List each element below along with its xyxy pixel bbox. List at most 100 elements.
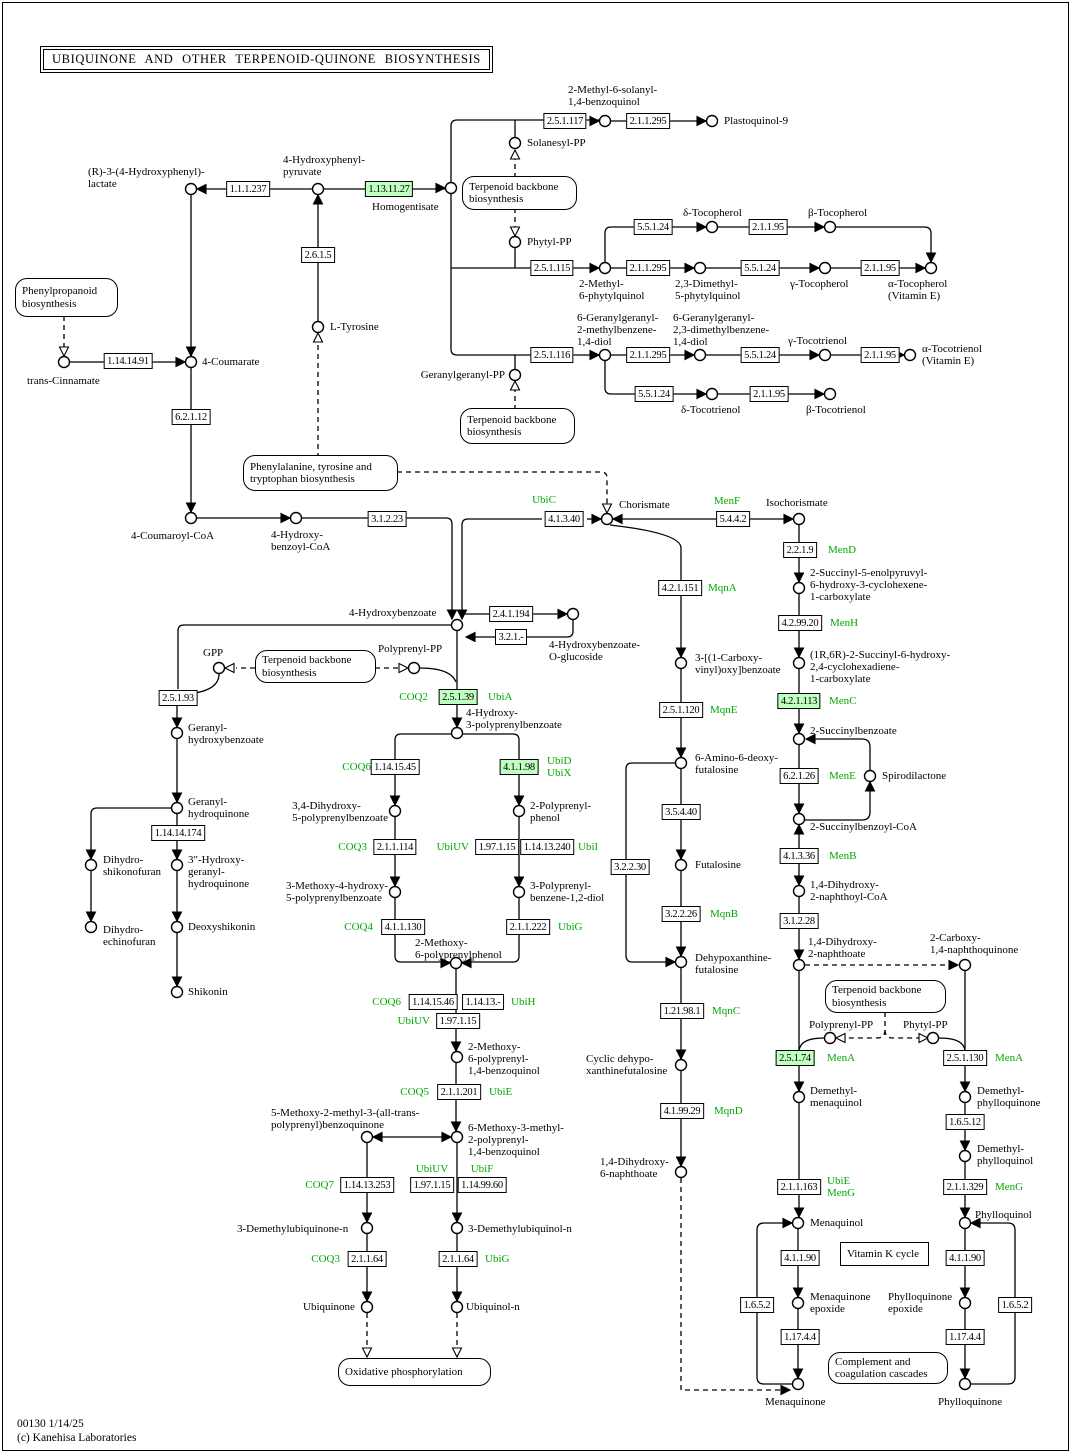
enzyme-box-2.5.1.39[interactable]: 2.5.1.39 xyxy=(438,689,478,705)
enzyme-box-2.1.1.222[interactable]: 2.1.1.222 xyxy=(506,919,550,935)
enzyme-box-1.97.1.15[interactable]: 1.97.1.15 xyxy=(436,1013,480,1029)
enzyme-box-4.1.3.40[interactable]: 4.1.3.40 xyxy=(544,511,584,527)
enzyme-box-4.1.1.90[interactable]: 4.1.1.90 xyxy=(780,1250,820,1266)
enzyme-box-1.13.11.27[interactable]: 1.13.11.27 xyxy=(364,181,414,197)
compound-plastoquinol-9[interactable] xyxy=(705,114,719,128)
compound-delta-tocopherol[interactable] xyxy=(705,220,719,234)
enzyme-box-2.5.1.115[interactable]: 2.5.1.115 xyxy=(530,260,574,276)
enzyme-box-1.14.99.60[interactable]: 1.14.99.60 xyxy=(457,1177,507,1193)
compound-ubiquinol-n[interactable] xyxy=(450,1300,464,1314)
pathway-box-vitamin-k-cycle[interactable]: Vitamin K cycle xyxy=(840,1242,929,1266)
compound-3-1-carboxyvinyloxybenzoate[interactable] xyxy=(674,656,688,670)
compound-3-hydroxygeranylhydroquinone[interactable] xyxy=(170,858,184,872)
compound-polyprenyl-pp-men[interactable] xyxy=(823,1031,837,1045)
enzyme-box-2.1.1.64[interactable]: 2.1.1.64 xyxy=(438,1251,478,1267)
compound-3-demethylubiquinone-n[interactable] xyxy=(360,1221,374,1235)
compound-1r6r-2-succinyl-6-hydroxy-24-cyclohexadiene-1-carboxylate[interactable] xyxy=(792,656,806,670)
enzyme-box-5.5.1.24[interactable]: 5.5.1.24 xyxy=(740,347,780,363)
enzyme-box-2.5.1.130[interactable]: 2.5.1.130 xyxy=(943,1050,987,1066)
enzyme-box-4.1.1.90[interactable]: 4.1.1.90 xyxy=(945,1250,985,1266)
compound-beta-tocopherol[interactable] xyxy=(823,220,837,234)
enzyme-box-2.1.1.95[interactable]: 2.1.1.95 xyxy=(860,260,900,276)
compound-6-amino-6-deoxyfutalosine[interactable] xyxy=(674,756,688,770)
compound-spirodilactone[interactable] xyxy=(863,769,877,783)
compound-2-carboxy-14-naphthoquinone[interactable] xyxy=(958,958,972,972)
pathway-box-terpenoid-backbone[interactable]: Terpenoid backbone biosynthesis xyxy=(825,980,946,1013)
enzyme-box-2.5.1.116[interactable]: 2.5.1.116 xyxy=(530,347,574,363)
compound-3-polyprenylbenzene-12-diol[interactable] xyxy=(512,885,526,899)
enzyme-box-3.5.4.40[interactable]: 3.5.4.40 xyxy=(661,804,701,820)
enzyme-box-1.14.13.240[interactable]: 1.14.13.240 xyxy=(520,839,574,855)
compound-menaquinone[interactable] xyxy=(791,1377,805,1391)
enzyme-box-2.1.1.95[interactable]: 2.1.1.95 xyxy=(749,386,789,402)
enzyme-box-2.6.1.5[interactable]: 2.6.1.5 xyxy=(301,247,335,263)
enzyme-box-6.2.1.12[interactable]: 6.2.1.12 xyxy=(171,409,211,425)
enzyme-box-2.4.1.194[interactable]: 2.4.1.194 xyxy=(489,606,533,622)
enzyme-box-4.1.99.29[interactable]: 4.1.99.29 xyxy=(660,1103,704,1119)
compound-dihydro-shikonofuran[interactable] xyxy=(84,858,98,872)
enzyme-box-1.6.5.2[interactable]: 1.6.5.2 xyxy=(740,1297,774,1313)
compound-4-hydroxyphenylpyruvate[interactable] xyxy=(311,182,325,196)
enzyme-box-1.17.4.4[interactable]: 1.17.4.4 xyxy=(780,1329,820,1345)
enzyme-box-2.1.1.295[interactable]: 2.1.1.295 xyxy=(626,260,670,276)
compound-geranylgeranyl-pp[interactable] xyxy=(508,368,522,382)
compound-4-hydroxybenzoate[interactable] xyxy=(450,618,464,632)
compound-34-dihydroxy-5-polyprenylbenzoate[interactable] xyxy=(388,804,402,818)
enzyme-box-2.1.1.95[interactable]: 2.1.1.95 xyxy=(748,219,788,235)
compound-14-dihydroxy-2-naphthoate[interactable] xyxy=(792,958,806,972)
enzyme-box-1.14.13.-[interactable]: 1.14.13.- xyxy=(462,994,504,1010)
enzyme-box-4.1.1.130[interactable]: 4.1.1.130 xyxy=(381,919,425,935)
enzyme-box-2.1.1.163[interactable]: 2.1.1.163 xyxy=(777,1179,821,1195)
compound-5-methoxy-2-methyl-3-polyprenylbenzoquinone[interactable] xyxy=(360,1130,374,1144)
compound-menaquinol[interactable] xyxy=(791,1216,805,1230)
compound-2-methoxy-6-polyprenylphenol[interactable] xyxy=(449,956,463,970)
enzyme-box-1.17.4.4[interactable]: 1.17.4.4 xyxy=(945,1329,985,1345)
enzyme-box-2.2.1.9[interactable]: 2.2.1.9 xyxy=(783,542,817,558)
compound-trans-cinnamate[interactable] xyxy=(57,355,71,369)
compound-beta-tocotrienol[interactable] xyxy=(823,387,837,401)
enzyme-box-2.1.1.201[interactable]: 2.1.1.201 xyxy=(437,1084,481,1100)
enzyme-box-4.1.3.36[interactable]: 4.1.3.36 xyxy=(779,848,819,864)
compound-6-methoxy-3-methyl-2-polyprenyl-14-benzoquinol[interactable] xyxy=(450,1130,464,1144)
enzyme-box-2.1.1.95[interactable]: 2.1.1.95 xyxy=(860,347,900,363)
pathway-box-phenylalanine-tyrosine-and[interactable]: Phenylalanine, tyrosine and tryptophan b… xyxy=(243,455,398,491)
enzyme-box-5.5.1.24[interactable]: 5.5.1.24 xyxy=(740,260,780,276)
compound-4-hydroxy-3-polyprenylbenzoate[interactable] xyxy=(450,726,464,740)
compound-shikonin[interactable] xyxy=(170,985,184,999)
enzyme-box-2.1.1.329[interactable]: 2.1.1.329 xyxy=(943,1179,987,1195)
enzyme-box-1.1.1.237[interactable]: 1.1.1.237 xyxy=(226,181,270,197)
compound-l-tyrosine[interactable] xyxy=(311,320,325,334)
compound-geranyl-hydroxybenzoate[interactable] xyxy=(170,726,184,740)
enzyme-box-3.2.1.-[interactable]: 3.2.1.- xyxy=(494,629,528,645)
enzyme-box-1.21.98.1[interactable]: 1.21.98.1 xyxy=(660,1003,704,1019)
compound-gpp[interactable] xyxy=(212,661,226,675)
compound-6-geranylgeranyl-2-methylbenzene-14-diol[interactable] xyxy=(598,348,612,362)
pathway-box-terpenoid-backbone[interactable]: Terpenoid backbone biosynthesis xyxy=(462,176,577,210)
compound-2-methoxy-6-polyprenyl-14-benzoquinol[interactable] xyxy=(450,1050,464,1064)
compound-4-hydroxybenzoate-o-glucoside[interactable] xyxy=(566,607,580,621)
enzyme-box-2.5.1.93[interactable]: 2.5.1.93 xyxy=(158,690,198,706)
compound-4-coumaroyl-coa[interactable] xyxy=(184,511,198,525)
enzyme-box-2.1.1.64[interactable]: 2.1.1.64 xyxy=(347,1251,387,1267)
compound-4-hydroxybenzoyl-coa[interactable] xyxy=(289,511,303,525)
enzyme-box-5.5.1.24[interactable]: 5.5.1.24 xyxy=(633,219,673,235)
compound-geranyl-hydroquinone[interactable] xyxy=(170,801,184,815)
enzyme-box-2.5.1.120[interactable]: 2.5.1.120 xyxy=(659,702,703,718)
compound-alpha-tocotrienol[interactable] xyxy=(903,348,917,362)
compound-deoxyshikonin[interactable] xyxy=(170,920,184,934)
enzyme-box-4.2.1.151[interactable]: 4.2.1.151 xyxy=(658,580,702,596)
compound-r-3-4-hydroxyphenyl-lactate[interactable] xyxy=(184,182,198,196)
compound-futalosine[interactable] xyxy=(674,858,688,872)
enzyme-box-1.6.5.12[interactable]: 1.6.5.12 xyxy=(945,1114,985,1130)
compound-14-dihydroxy-6-naphthoate[interactable] xyxy=(674,1165,688,1179)
enzyme-box-4.1.1.98[interactable]: 4.1.1.98 xyxy=(499,759,539,775)
compound-2-succinyl-5-enolpyruvyl-6-hydroxy-3-cyclohexene-1-carboxylate[interactable] xyxy=(792,581,806,595)
compound-gamma-tocopherol[interactable] xyxy=(818,261,832,275)
compound-14-dihydroxy-2-naphthoyl-coa[interactable] xyxy=(792,884,806,898)
enzyme-box-1.6.5.2[interactable]: 1.6.5.2 xyxy=(998,1297,1032,1313)
compound-demethylphylloquinol[interactable] xyxy=(958,1149,972,1163)
compound-2-methyl-6-phytylquinol[interactable] xyxy=(598,261,612,275)
compound-3-demethylubiquinol-n[interactable] xyxy=(450,1221,464,1235)
enzyme-box-2.1.1.295[interactable]: 2.1.1.295 xyxy=(626,347,670,363)
compound-menaquinone-epoxide[interactable] xyxy=(791,1296,805,1310)
